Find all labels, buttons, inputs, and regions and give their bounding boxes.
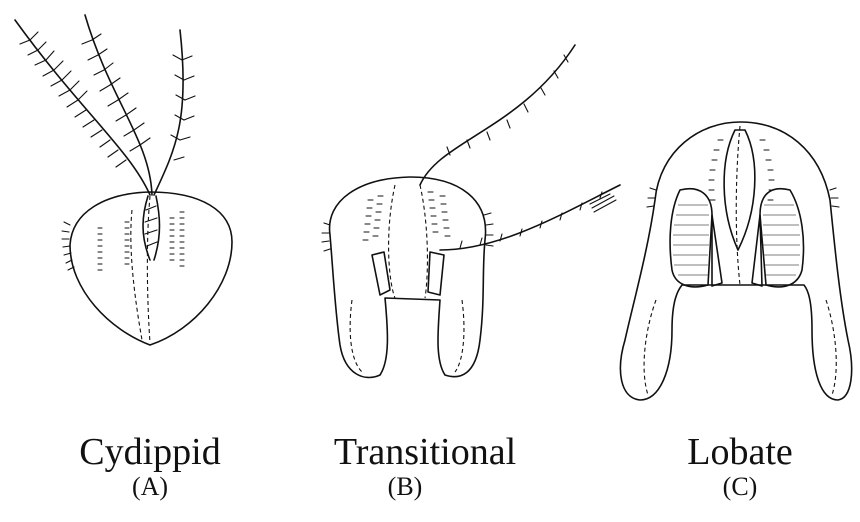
panel-b-caption: Transitional: [275, 432, 575, 472]
transitional-drawing: [322, 45, 620, 377]
lobate-drawing: [620, 122, 851, 400]
panel-c-caption: Lobate: [630, 432, 850, 472]
panel-a-caption: Cydippid: [30, 432, 270, 472]
panel-b-letter: (B): [345, 473, 465, 501]
panel-c-letter: (C): [680, 473, 800, 501]
panel-a-letter: (A): [90, 473, 210, 501]
cydippid-drawing: [15, 15, 232, 345]
